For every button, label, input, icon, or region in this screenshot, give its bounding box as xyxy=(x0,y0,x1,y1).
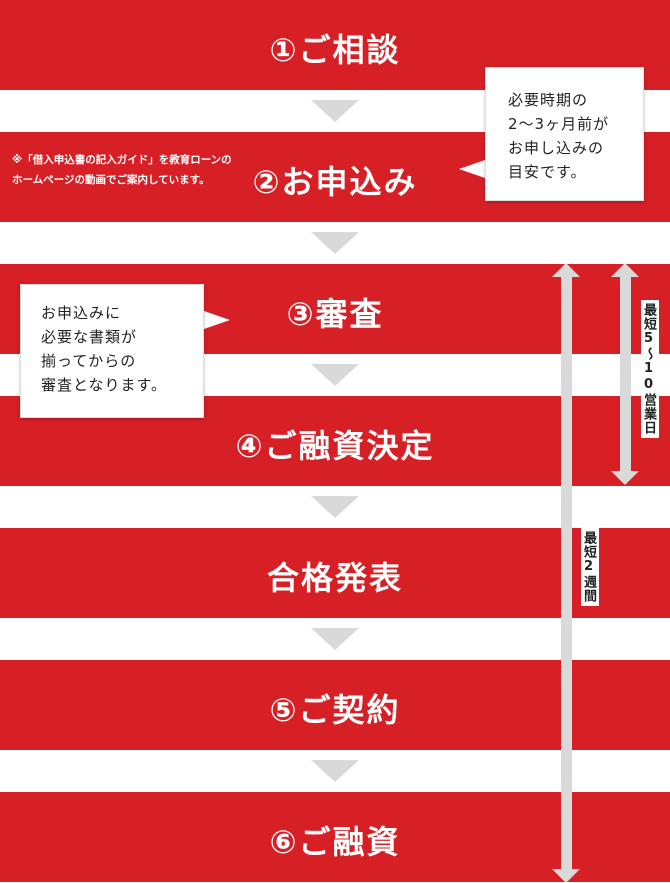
step-title-apply: ②お申込み xyxy=(252,163,418,201)
down-arrow-icon xyxy=(311,364,359,386)
down-arrow-icon xyxy=(311,496,359,518)
bubble-line: 必要な書類が xyxy=(41,328,138,346)
step-band-contract xyxy=(0,660,670,750)
review-documents-bubble: お申込みに 必要な書類が 揃ってからの 審査となります。 xyxy=(20,284,204,418)
step-band-loan xyxy=(0,792,670,882)
step-title-decision: ④ご融資決定 xyxy=(235,427,435,465)
bubble-line: お申込みに xyxy=(41,304,122,322)
duration-bar-short xyxy=(620,276,631,472)
bubble-line: 2〜3ヶ月前が xyxy=(508,115,610,133)
apply-timing-bubble: 必要時期の 2〜3ヶ月前が お申し込みの 目安です。 xyxy=(485,67,644,201)
bubble-line: 目安です。 xyxy=(508,163,587,181)
duration-label-short: 最短5〜10営業日 xyxy=(641,300,659,438)
down-arrow-icon xyxy=(311,760,359,782)
application-guide-note: ※「借入申込書の記入ガイド」を教育ローンのホームページの動画でご案内しています。 xyxy=(12,154,232,186)
step-title-consult: ①ご相談 xyxy=(269,31,401,69)
step-band-announcement xyxy=(0,528,670,618)
bubble-line: お申し込みの xyxy=(508,139,605,157)
step-title-announcement: 合格発表 xyxy=(266,559,403,597)
step-title-contract: ⑤ご契約 xyxy=(269,691,401,729)
duration-bar-long xyxy=(561,276,572,870)
step-title-review: ③審査 xyxy=(286,295,384,333)
step-title-loan: ⑥ご融資 xyxy=(269,823,401,861)
arrow-up-icon xyxy=(611,263,639,277)
down-arrow-icon xyxy=(311,100,359,122)
arrow-down-icon xyxy=(552,869,580,883)
bubble-line: 揃ってからの xyxy=(41,352,137,370)
duration-label-long: 最短2週間 xyxy=(581,528,599,606)
bubble-tail-icon xyxy=(459,160,485,178)
bubble-tail-icon xyxy=(204,311,230,329)
down-arrow-icon xyxy=(311,628,359,650)
arrow-up-icon xyxy=(552,263,580,277)
bubble-line: 審査となります。 xyxy=(41,376,168,394)
down-arrow-icon xyxy=(311,232,359,254)
bubble-line: 必要時期の xyxy=(508,91,589,109)
arrow-down-icon xyxy=(611,471,639,485)
